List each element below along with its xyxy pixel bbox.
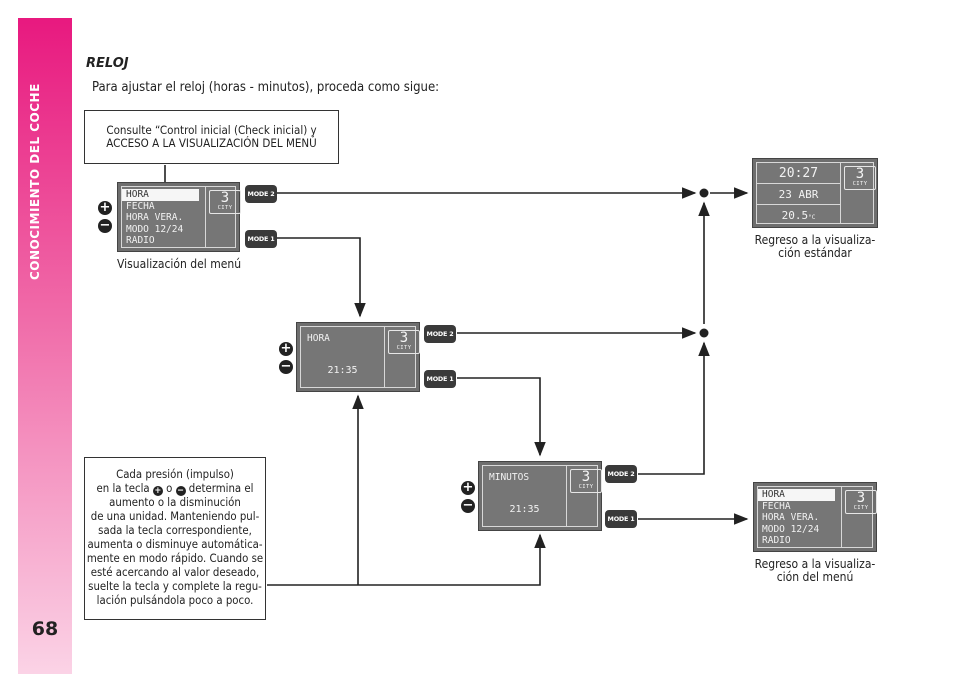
note-line: sada la tecla correspondiente,: [98, 524, 252, 537]
check-instruction-box: Consulte “Control inicial (Check inicial…: [84, 110, 339, 164]
caption-line-2: ción del menú: [776, 570, 854, 584]
arrow-note-to-minutes: [267, 533, 546, 586]
note-line: en la tecla + o − determina el: [85, 482, 265, 496]
standard-time: 20:27: [757, 163, 840, 184]
arrow-minutes-mode2: [638, 341, 710, 475]
return-menu-display: HORA FECHA HORA VERA. MODO 12/24 RADIO 3…: [753, 482, 877, 552]
check-line-2: ACCESO A LA VISUALIZACIÓN DEL MENÚ: [106, 136, 317, 150]
intro-text: Para ajustar el reloj (horas - minutos),…: [92, 80, 440, 95]
plus-button-icon[interactable]: +: [461, 480, 475, 495]
city-indicator: 3 CITY: [845, 490, 877, 514]
menu-item: FECHA: [762, 500, 791, 512]
menu-item: HORA: [758, 489, 835, 501]
menu-item: RADIO: [762, 535, 791, 546]
mode1-button[interactable]: MODE 1: [424, 370, 456, 388]
note-text: en la tecla: [96, 482, 150, 495]
arrow-hour-mode1: [457, 377, 546, 457]
city-label: CITY: [853, 505, 869, 511]
standard-display: 20:27 23 ABR 20.5°C 3 CITY: [752, 158, 878, 228]
minus-button-icon[interactable]: −: [279, 359, 293, 374]
minus-button-icon[interactable]: −: [461, 498, 475, 513]
city-number: 3: [855, 166, 865, 182]
note-line: aumento o la disminución: [109, 496, 241, 509]
menu-item: HORA: [122, 189, 199, 201]
note-text: determina el: [188, 482, 254, 495]
menu-item: RADIO: [126, 235, 155, 246]
caption-line-1: Regreso a la visualiza-: [754, 233, 876, 247]
city-number: 3: [220, 190, 230, 206]
menu-caption: Visualización del menú: [117, 257, 242, 271]
sidebar-band: [18, 18, 72, 674]
caption-line-2: ción estándar: [778, 246, 852, 260]
note-line: Cada presión (impulso): [116, 468, 234, 481]
menu-item: MODO 12/24: [126, 223, 184, 235]
standard-temperature: 20.5°C: [757, 205, 840, 226]
note-line: esté acercando al valor deseado,: [90, 566, 260, 579]
note-line: aumenta o disminuye automática-: [87, 538, 263, 551]
note-text: o: [166, 482, 173, 495]
menu-item: HORA VERA.: [126, 212, 184, 223]
menu-item: MODO 12/24: [762, 523, 820, 535]
hour-label: HORA: [307, 333, 330, 344]
city-indicator: 3 CITY: [388, 330, 420, 354]
check-line-1: Consulte “Control inicial (Check inicial…: [106, 123, 317, 137]
plus-button-icon[interactable]: +: [98, 200, 112, 215]
hour-time: 21:35: [327, 365, 358, 376]
city-label: CITY: [217, 205, 233, 211]
temp-unit: °C: [808, 214, 816, 221]
city-indicator: 3 CITY: [209, 190, 241, 214]
minutes-display: MINUTOS 21:35 3 CITY: [478, 461, 602, 531]
city-label: CITY: [578, 484, 594, 490]
note-line: mente en modo rápido. Cuando se: [86, 552, 264, 565]
page-number: 68: [31, 618, 59, 640]
city-indicator: 3 CITY: [844, 166, 876, 190]
junction-dot-top: [699, 188, 709, 198]
mode2-button[interactable]: MODE 2: [245, 185, 277, 203]
menu-item: FECHA: [126, 200, 155, 212]
menu-item: HORA VERA.: [762, 512, 820, 523]
return-menu-caption: Regreso a la visualiza- ción del menú: [752, 558, 878, 584]
note-line: lación pulsándola poco a poco.: [96, 594, 254, 607]
standard-caption: Regreso a la visualiza- ción estándar: [752, 234, 878, 260]
adjustment-note-box: Cada presión (impulso) en la tecla + o −…: [84, 457, 266, 620]
city-label: CITY: [852, 181, 868, 187]
plus-icon: +: [152, 486, 163, 496]
mode2-button[interactable]: MODE 2: [605, 465, 637, 483]
mode1-button[interactable]: MODE 1: [605, 510, 637, 528]
city-label: CITY: [396, 345, 412, 351]
standard-date: 23 ABR: [757, 184, 840, 205]
minutes-time: 21:35: [509, 504, 540, 515]
menu-display: HORA FECHA HORA VERA. MODO 12/24 RADIO 3…: [117, 182, 241, 252]
note-line: suelte la tecla y complete la regu-: [88, 580, 262, 593]
minus-button-icon[interactable]: −: [98, 218, 112, 233]
temp-value: 20.5: [781, 209, 809, 222]
mode2-button[interactable]: MODE 2: [424, 325, 456, 343]
city-number: 3: [856, 490, 866, 506]
note-line: de una unidad. Manteniendo pul-: [90, 510, 260, 523]
minus-icon: −: [175, 486, 186, 496]
caption-line-1: Regreso a la visualiza-: [754, 557, 876, 571]
city-number: 3: [399, 330, 409, 346]
arrow-menu-mode1: [277, 237, 366, 318]
city-number: 3: [581, 469, 591, 485]
plus-button-icon[interactable]: +: [279, 341, 293, 356]
minutes-label: MINUTOS: [489, 472, 530, 483]
junction-dot-middle: [699, 328, 709, 338]
city-indicator: 3 CITY: [570, 469, 602, 493]
hour-display: HORA 21:35 3 CITY: [296, 322, 420, 392]
section-title: RELOJ: [86, 56, 129, 71]
mode1-button[interactable]: MODE 1: [245, 230, 277, 248]
